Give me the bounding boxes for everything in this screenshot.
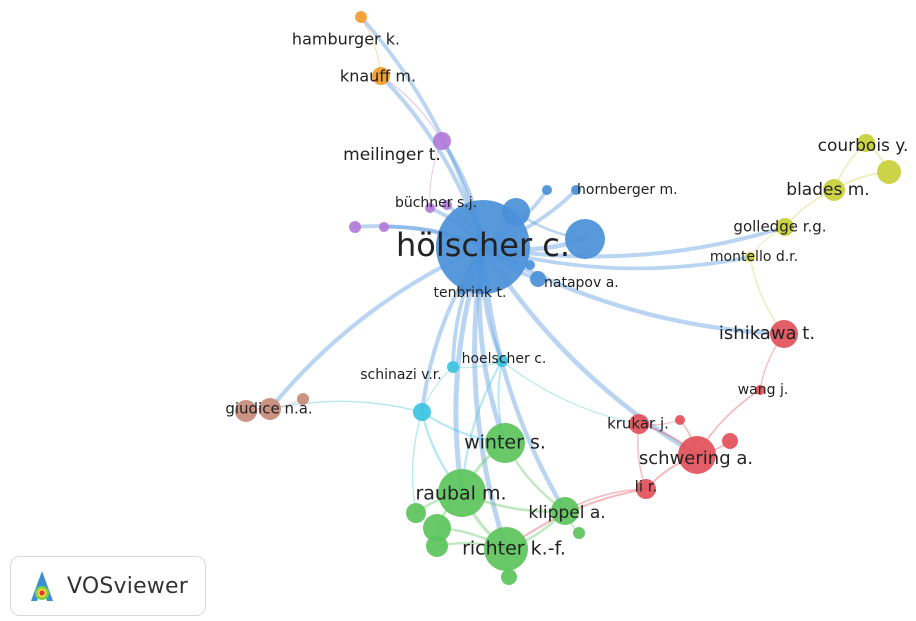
node-yellow_a[interactable] [877,160,901,184]
label-buchner: büchner s.j. [395,195,477,211]
label-schwering: schwering a. [639,448,753,469]
node-tenbrink[interactable] [457,285,467,295]
node-krukar[interactable] [629,414,649,434]
node-schwering[interactable] [678,436,716,474]
node-blue_a[interactable] [502,198,530,226]
label-richter: richter k.-f. [462,538,566,560]
label-klippel: klippel a. [528,503,605,523]
label-winter: winter s. [464,432,546,454]
node-knauff[interactable] [372,67,390,85]
label-hoelscher: hoelscher c. [462,351,547,367]
node-blue_c[interactable] [571,185,581,195]
node-hornberger[interactable] [542,185,552,195]
node-hamburger[interactable] [355,11,367,23]
node-courbois[interactable] [857,134,875,152]
label-courbois: courbois y. [818,136,909,156]
edge-layer [245,15,890,579]
label-ishikawa: ishikawa t. [719,323,815,344]
label-montello: montello d.r. [710,249,798,265]
label-raubal: raubal m. [415,483,506,505]
node-green_b[interactable] [423,514,451,542]
node-blue_d[interactable] [525,260,535,270]
node-purple_c[interactable] [379,222,389,232]
label-holscher: hölscher c. [396,226,570,264]
vosviewer-logo: VOSviewer [10,556,206,616]
edge-meilinger-knauff [380,75,443,142]
node-red_b[interactable] [722,433,738,449]
node-purple_a[interactable] [442,200,452,210]
label-schinazi: schinazi v.r. [360,367,441,383]
node-green_a[interactable] [406,503,426,523]
node-klippel[interactable] [551,497,579,525]
label-hornberger: hornberger m. [577,182,678,198]
label-li: li r. [635,478,658,496]
label-blades: blades m. [786,180,869,200]
node-hoelscher[interactable] [496,355,508,367]
node-green_c[interactable] [426,535,448,557]
node-purple_b[interactable] [349,221,361,233]
node-natapov[interactable] [530,271,546,287]
node-brown_b[interactable] [297,393,309,405]
node-richter[interactable] [484,527,528,571]
label-tenbrink: tenbrink t. [434,285,507,301]
node-wang[interactable] [755,385,765,395]
node-red_a[interactable] [675,415,685,425]
node-cyan_a[interactable] [413,403,431,421]
edge-hoelscher-krukar [501,360,640,425]
label-meilinger: meilinger t. [343,145,441,165]
logo-text: VOSviewer [67,573,188,599]
node-ishikawa[interactable] [770,320,798,348]
node-holscher[interactable] [436,200,530,294]
node-blue_b[interactable] [565,219,605,259]
node-buchner[interactable] [425,203,435,213]
node-green_e[interactable] [573,527,585,539]
label-krukar: krukar j. [607,415,669,433]
node-montello[interactable] [745,252,755,262]
node-blades[interactable] [823,179,845,201]
label-wang: wang j. [738,382,789,398]
node-winter[interactable] [485,423,525,463]
vosviewer-logo-icon [31,571,53,601]
node-li[interactable] [636,479,656,499]
node-meilinger[interactable] [433,132,451,150]
node-raubal[interactable] [438,469,486,517]
node-layer [235,11,901,585]
label-natapov: natapov a. [544,275,619,291]
node-green_d[interactable] [501,569,517,585]
label-hamburger: hamburger k. [292,30,400,49]
node-golledge[interactable] [776,218,794,236]
label-knauff: knauff m. [340,67,416,86]
label-layer: hölscher c. hornberger m. natapov a. tenbri… [225,30,908,560]
node-brown_a[interactable] [235,400,257,422]
edge-cyan_a-giudice [269,400,423,413]
label-giudice: giudice n.a. [225,400,312,418]
node-schinazi[interactable] [447,361,459,373]
label-golledge: golledge r.g. [733,218,826,236]
edge-cyan_a-green_a [411,411,423,514]
node-giudice[interactable] [259,398,281,420]
